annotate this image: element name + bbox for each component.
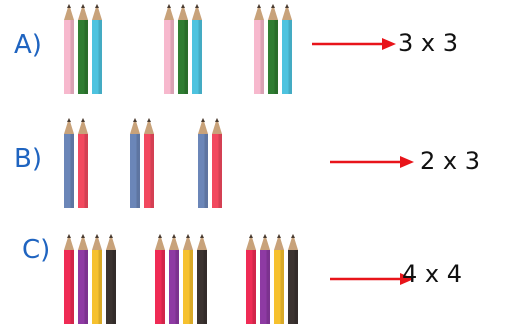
pencil-group (155, 234, 211, 324)
blue-pencil-icon (130, 118, 140, 208)
red-pencil-icon (155, 234, 165, 324)
pencil-group (164, 4, 206, 94)
red-pencil-icon (212, 118, 222, 208)
black-pencil-icon (106, 234, 116, 324)
pencil-group (130, 118, 158, 208)
yellow-pencil-icon (92, 234, 102, 324)
blue-pencil-icon (198, 118, 208, 208)
black-pencil-icon (197, 234, 207, 324)
pencil-group (64, 4, 106, 94)
red-pencil-icon (144, 118, 154, 208)
purple-pencil-icon (169, 234, 179, 324)
cyan-pencil-icon (282, 4, 292, 94)
pencil-group (64, 118, 92, 208)
pencil-group (64, 234, 120, 324)
yellow-pencil-icon (183, 234, 193, 324)
cyan-pencil-icon (92, 4, 102, 94)
pencil-group (198, 118, 226, 208)
arrow-icon (312, 38, 396, 50)
green-pencil-icon (178, 4, 188, 94)
green-pencil-icon (268, 4, 278, 94)
cyan-pencil-icon (192, 4, 202, 94)
row-label-c: C) (22, 235, 51, 265)
arrow-icon (330, 156, 414, 168)
pink-pencil-icon (164, 4, 174, 94)
expression-c: 4 x 4 (402, 260, 462, 288)
purple-pencil-icon (260, 234, 270, 324)
row-c: C) 4 x 4 (0, 220, 509, 329)
pink-pencil-icon (254, 4, 264, 94)
pencil-group (246, 234, 302, 324)
row-b: B) 2 x 3 (0, 110, 509, 220)
row-label-b: B) (14, 144, 42, 174)
yellow-pencil-icon (274, 234, 284, 324)
row-a: A) 3 x 3 (0, 0, 509, 110)
row-label-a: A) (14, 30, 42, 60)
pink-pencil-icon (64, 4, 74, 94)
purple-pencil-icon (78, 234, 88, 324)
green-pencil-icon (78, 4, 88, 94)
arrow-icon (330, 273, 414, 285)
red-pencil-icon (246, 234, 256, 324)
red-pencil-icon (78, 118, 88, 208)
black-pencil-icon (288, 234, 298, 324)
red-pencil-icon (64, 234, 74, 324)
expression-b: 2 x 3 (420, 147, 480, 175)
expression-a: 3 x 3 (398, 29, 458, 57)
blue-pencil-icon (64, 118, 74, 208)
pencil-group (254, 4, 296, 94)
